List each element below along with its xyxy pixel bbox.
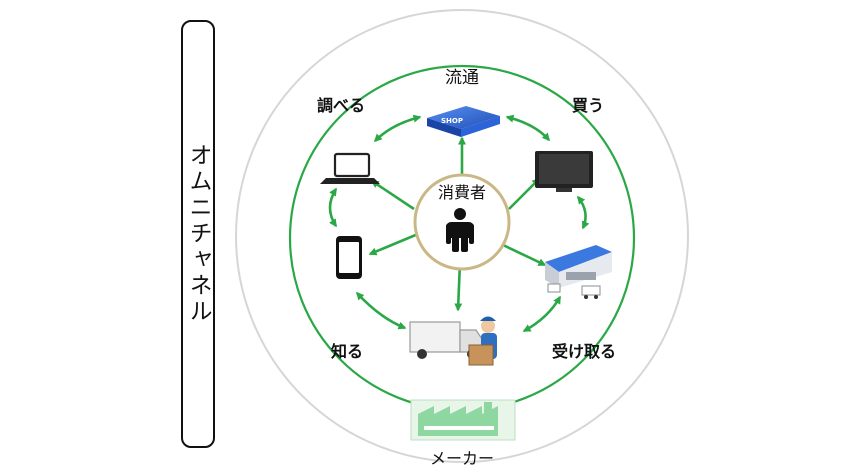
arrow-delivery-warehouse [522, 295, 562, 333]
arrow-to-phone [368, 232, 419, 256]
label-receive: 受け取る [552, 342, 616, 361]
person-icon [446, 208, 474, 252]
label-distribution: 流通 [445, 68, 479, 88]
arrow-to-warehouse [502, 243, 547, 267]
outer-circle [235, 9, 689, 463]
delivery-icon [409, 316, 497, 366]
label-maker: メーカー [430, 449, 494, 468]
store-icon: SHOP [427, 106, 500, 137]
tv-icon [535, 151, 593, 192]
label-buy: 買う [572, 96, 604, 115]
arrow-laptop-phone [328, 187, 338, 228]
label-research: 調べる [317, 96, 365, 115]
smartphone-icon [336, 236, 362, 279]
omnichannel-side-label: オムニチャネル [185, 143, 211, 325]
hub-label: 消費者 [438, 183, 486, 202]
arrow-tv-warehouse [576, 195, 590, 230]
cycle-arrows [328, 114, 590, 333]
omnichannel-side-label-box: オムニチャネル [181, 20, 215, 448]
warehouse-icon [545, 245, 612, 299]
factory-icon [410, 399, 516, 441]
arrow-phone-delivery [355, 291, 407, 330]
arrow-store-tv [505, 114, 550, 142]
laptop-icon [320, 152, 380, 184]
arrow-to-tv [508, 177, 541, 210]
arrow-to-laptop [370, 179, 415, 211]
arrow-store-laptop [373, 114, 422, 143]
label-know: 知る [331, 342, 363, 361]
store-sign: SHOP [441, 117, 463, 125]
